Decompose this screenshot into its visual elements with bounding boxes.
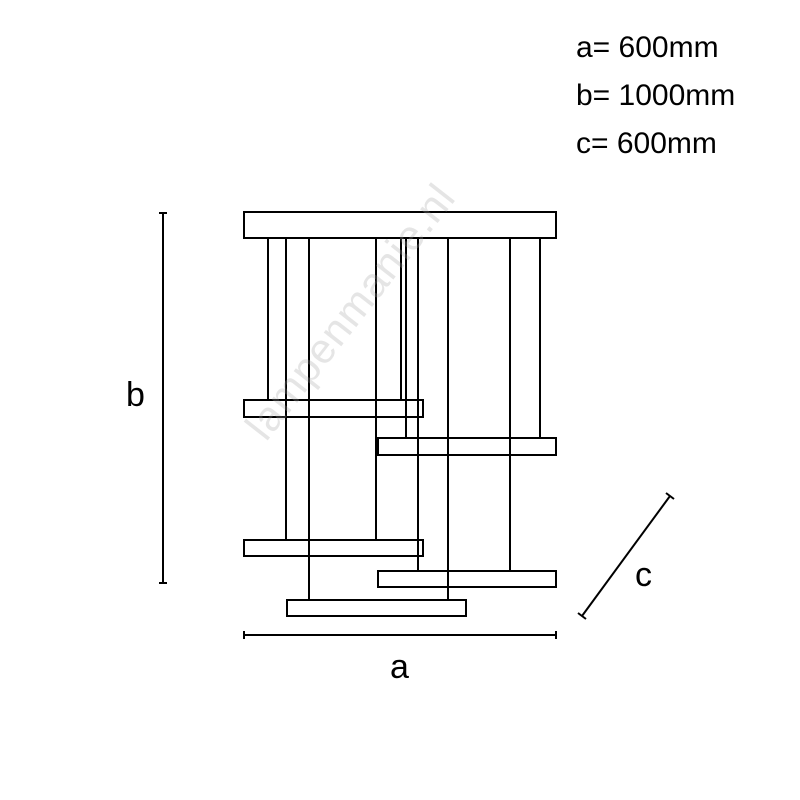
light-ring bbox=[243, 399, 424, 418]
light-ring bbox=[377, 570, 557, 588]
label-c: c bbox=[635, 556, 652, 594]
dimension-legend: a= 600mm b= 1000mm c= 600mm bbox=[576, 24, 735, 168]
dimension-line-a bbox=[243, 631, 557, 639]
light-ring bbox=[377, 437, 557, 456]
dimension-line-c bbox=[577, 492, 675, 620]
dimension-a-text: a= 600mm bbox=[576, 31, 719, 64]
light-ring bbox=[243, 539, 424, 557]
label-a: a bbox=[390, 648, 409, 686]
suspension-cables bbox=[267, 238, 541, 600]
label-b: b bbox=[126, 376, 145, 414]
dimension-b-text: b= 1000mm bbox=[576, 79, 736, 112]
light-ring bbox=[286, 599, 467, 617]
dimension-line-b bbox=[159, 212, 167, 584]
dimension-c-text: c= 600mm bbox=[576, 127, 717, 160]
